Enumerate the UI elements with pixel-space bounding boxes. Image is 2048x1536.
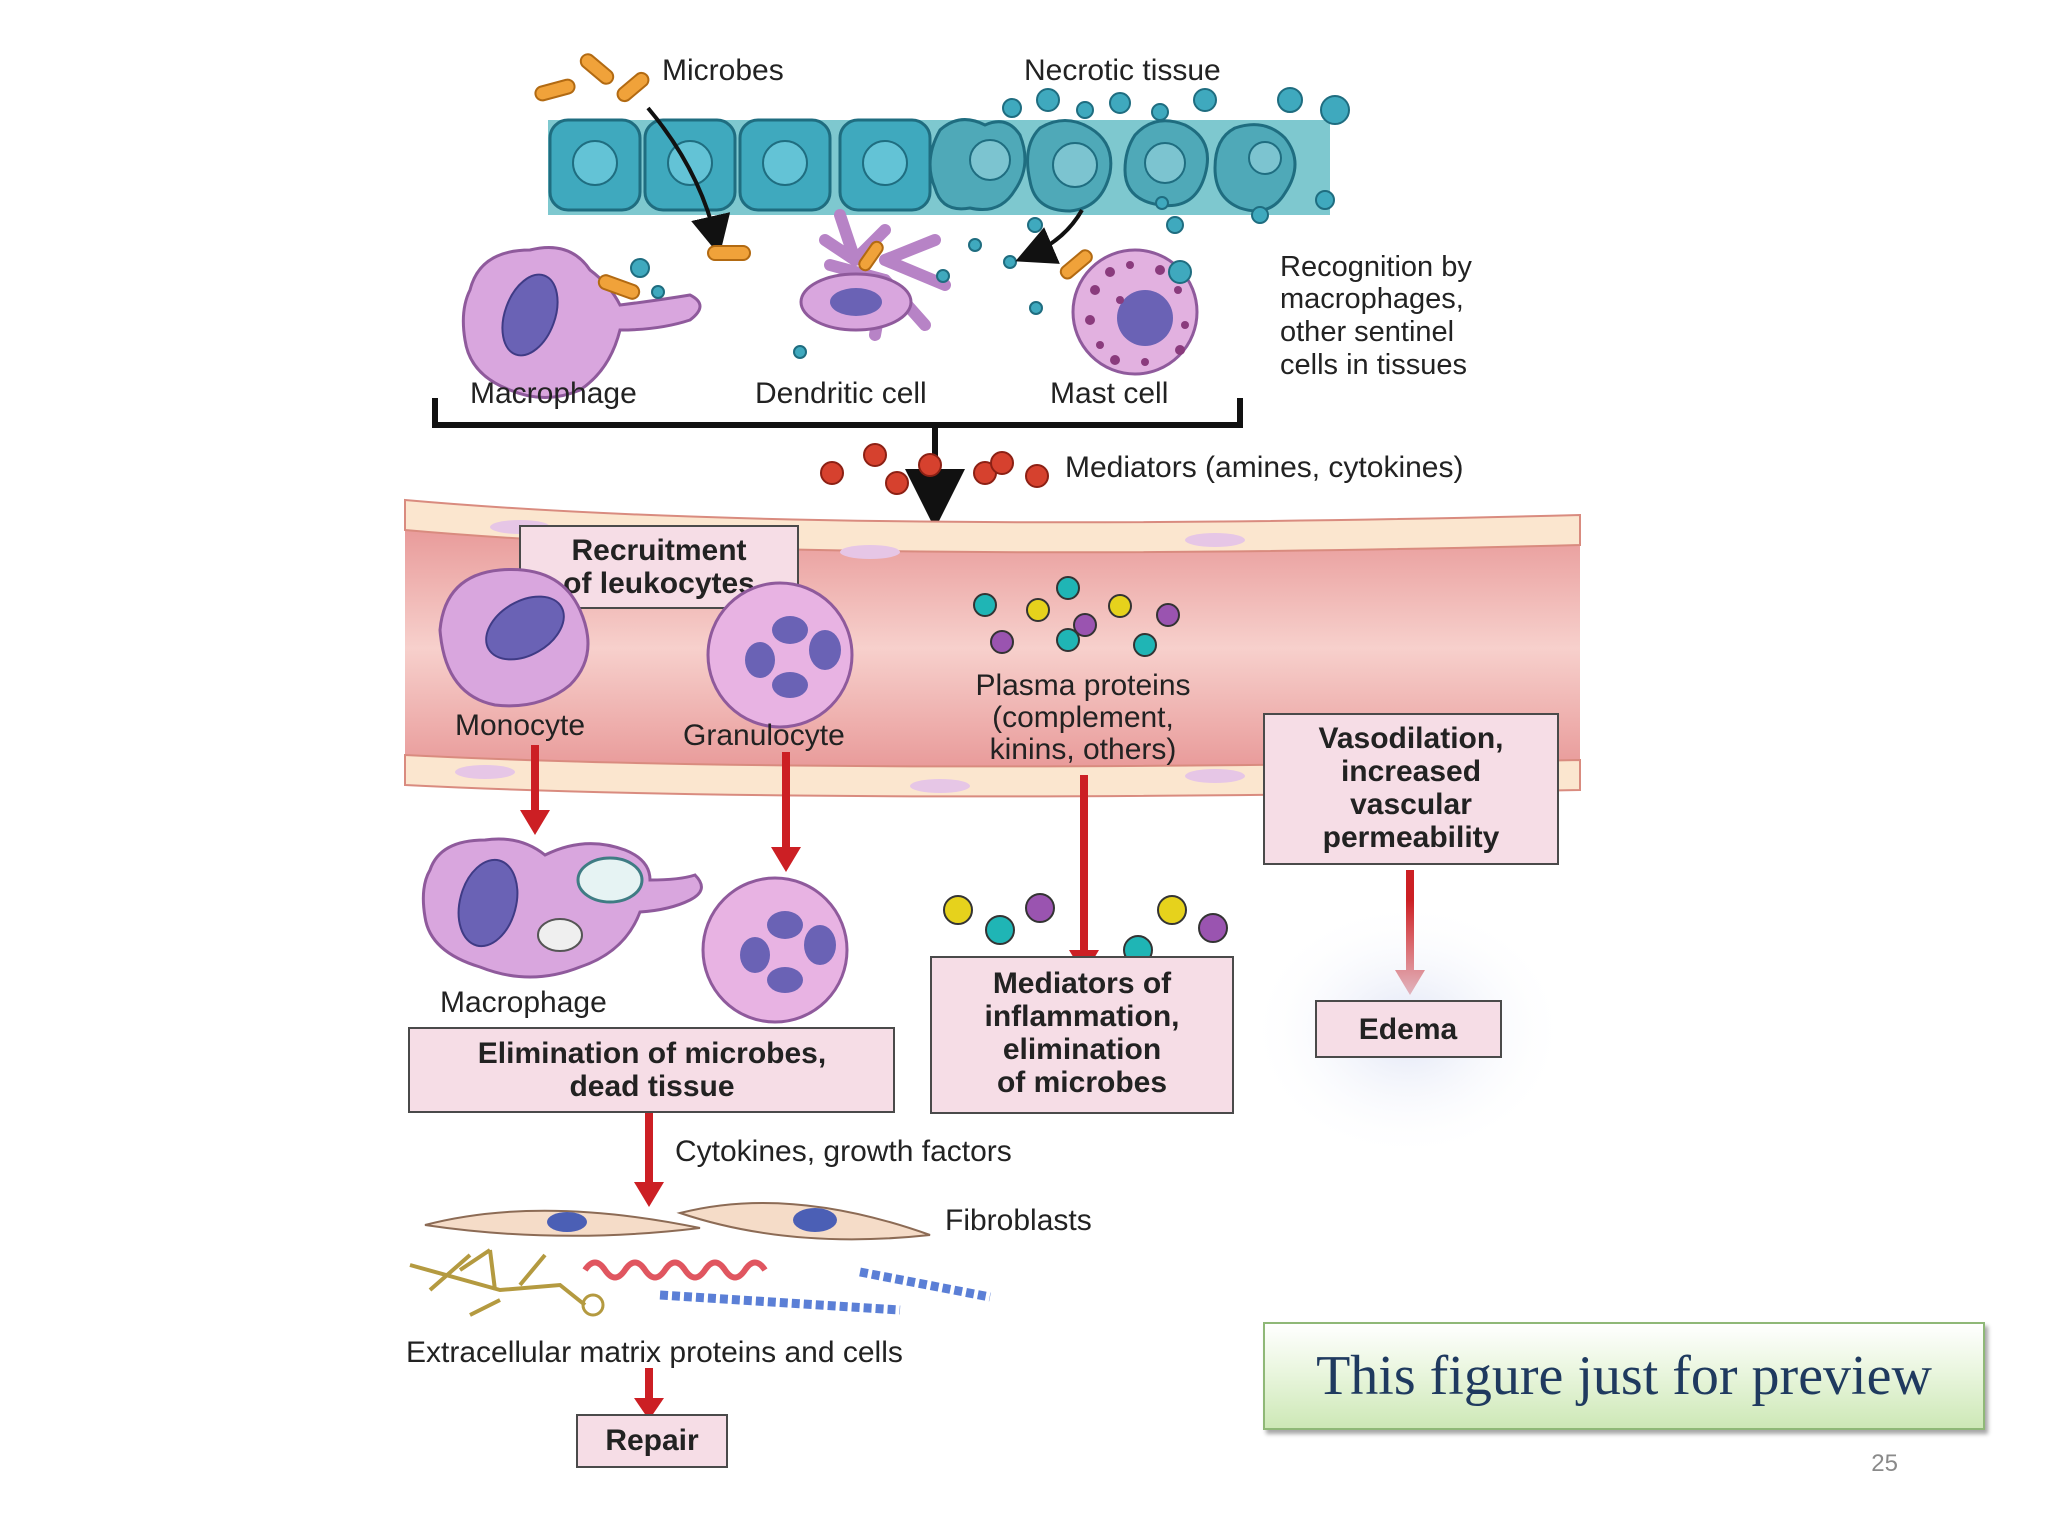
svg-text:Recognition by: Recognition by <box>1280 251 1472 283</box>
monocyte-label: Monocyte <box>455 709 585 742</box>
fibroblasts-label: Fibroblasts <box>945 1204 1092 1237</box>
arrow-icon <box>646 106 731 256</box>
svg-text:Recruitment: Recruitment <box>571 534 746 567</box>
macrophage-icon <box>421 837 703 979</box>
epithelial-cell-icon <box>738 118 832 212</box>
granulocyte-icon <box>701 876 849 1024</box>
fiber-icon <box>409 1248 991 1317</box>
page-number: 25 <box>1871 1450 1898 1477</box>
mediator-dot-icon <box>820 443 1049 495</box>
plasma-proteins-label: Plasma proteins (complement, kinins, oth… <box>975 669 1190 766</box>
svg-text:other sentinel: other sentinel <box>1280 316 1454 348</box>
svg-text:of leukocytes: of leukocytes <box>563 567 755 600</box>
necrotic-cell-icon <box>1026 119 1113 213</box>
svg-text:inflammation,: inflammation, <box>984 1000 1179 1033</box>
granulocyte-label: Granulocyte <box>683 719 845 752</box>
arrow-icon <box>1015 209 1084 264</box>
preview-note-box: This figure just for preview <box>1263 1322 1985 1430</box>
svg-text:permeability: permeability <box>1323 821 1500 854</box>
svg-text:of microbes: of microbes <box>997 1066 1167 1099</box>
granulocyte-icon <box>706 581 854 729</box>
svg-text:Repair: Repair <box>605 1424 699 1457</box>
svg-text:vascular: vascular <box>1350 788 1472 821</box>
mast-cell-icon <box>1029 248 1199 376</box>
monocyte-icon <box>438 568 590 708</box>
svg-text:kinins, others): kinins, others) <box>990 733 1177 766</box>
fibroblast-icon <box>676 1201 931 1241</box>
macrophage-icon <box>461 246 702 399</box>
microbes-label: Microbes <box>662 54 784 87</box>
svg-text:macrophages,: macrophages, <box>1280 283 1464 315</box>
plasma-protein-icon <box>973 576 1180 657</box>
svg-text:Edema: Edema <box>1359 1013 1458 1046</box>
macrophage-bottom-label: Macrophage <box>440 986 607 1019</box>
microbe-icon <box>534 53 650 103</box>
mast-cell-label: Mast cell <box>1050 377 1168 410</box>
bracket <box>432 398 1243 428</box>
svg-text:Plasma proteins: Plasma proteins <box>975 669 1190 702</box>
epithelium <box>548 87 1350 269</box>
necrotic-cell-icon <box>928 118 1027 211</box>
edema-box: Edema <box>1315 1000 1502 1058</box>
necrotic-tissue-label: Necrotic tissue <box>1024 54 1221 87</box>
elimination-box: Elimination of microbes, dead tissue <box>408 1027 895 1113</box>
recognition-text: Recognition by macrophages, other sentin… <box>1280 251 1472 381</box>
svg-text:Vasodilation,: Vasodilation, <box>1318 722 1503 755</box>
preview-note-text: This figure just for preview <box>1316 1345 1932 1407</box>
mediators-inflammation-box: Mediators of inflammation, elimination o… <box>930 956 1234 1114</box>
svg-text:dead tissue: dead tissue <box>569 1070 734 1103</box>
svg-text:(complement,: (complement, <box>992 701 1174 734</box>
epithelial-cell-icon <box>838 118 932 212</box>
dendritic-cell-label: Dendritic cell <box>755 377 927 410</box>
epithelial-cell-icon <box>548 118 642 212</box>
vasodilation-box: Vasodilation, increased vascular permeab… <box>1263 713 1559 865</box>
cytokines-growth-label: Cytokines, growth factors <box>675 1135 1012 1168</box>
svg-text:Mediators of: Mediators of <box>993 967 1172 1000</box>
svg-text:cells in tissues: cells in tissues <box>1280 349 1467 381</box>
necrotic-cell-icon <box>1213 123 1297 213</box>
svg-text:Elimination of microbes,: Elimination of microbes, <box>478 1037 826 1070</box>
epithelial-cell-icon <box>643 118 737 212</box>
svg-text:elimination: elimination <box>1003 1033 1161 1066</box>
mediators-amines-label: Mediators (amines, cytokines) <box>1065 451 1463 484</box>
plasma-protein-icon <box>943 893 1228 965</box>
necrotic-cell-icon <box>1123 119 1209 208</box>
microbe-icon <box>707 245 751 261</box>
fibroblast-icon <box>424 1209 701 1237</box>
repair-box: Repair <box>576 1414 728 1468</box>
dendritic-cell-icon <box>793 209 951 359</box>
debris-dots <box>968 87 1350 269</box>
svg-text:increased: increased <box>1341 755 1481 788</box>
ecm-label: Extracellular matrix proteins and cells <box>406 1336 903 1369</box>
macrophage-top-label: Macrophage <box>470 377 637 410</box>
